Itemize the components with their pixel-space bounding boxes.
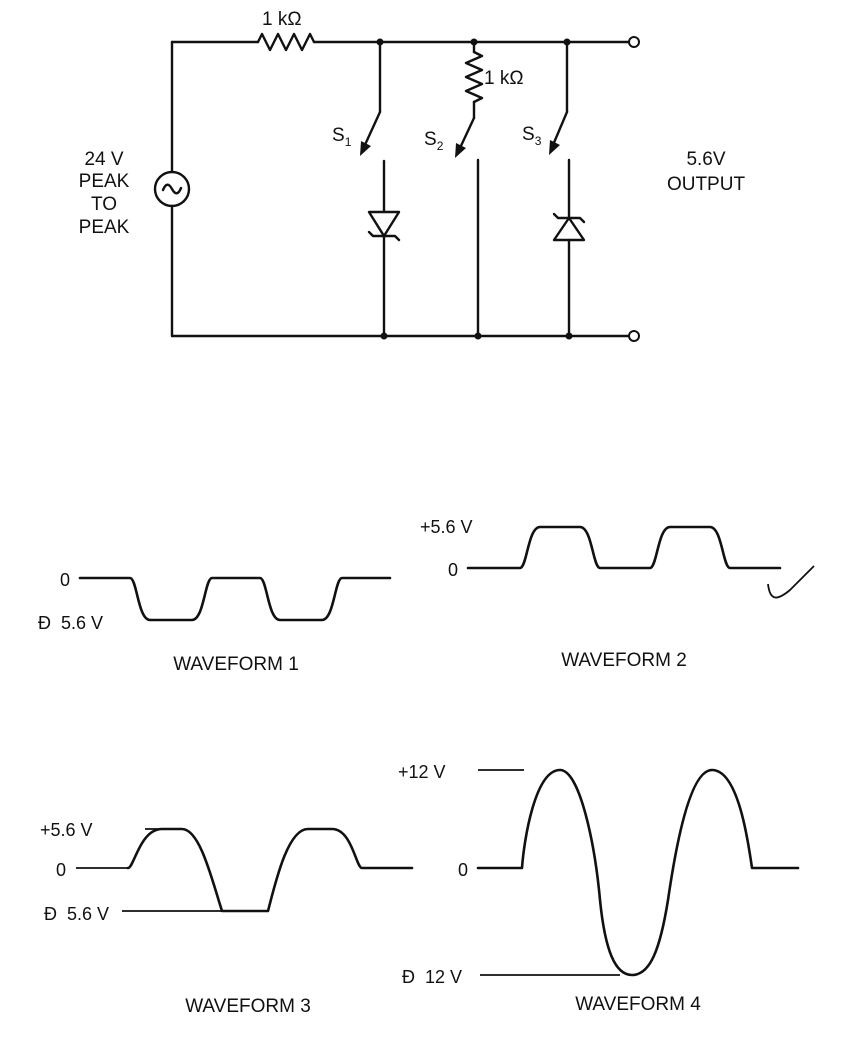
circuit: 1 kΩ 1 kΩ 24 V PEAK TO PEAK S1 S2 S3 5.6… [79, 9, 746, 342]
waveform-2-title: WAVEFORM 2 [561, 650, 687, 671]
source-label-line-4: PEAK [79, 217, 130, 238]
waveform-2: +5.6 V 0 WAVEFORM 2 [420, 517, 815, 671]
switch-s2-arrow [455, 143, 466, 158]
waveform-4-neg-label: Ð 12 V [402, 967, 462, 987]
source-label-line-1: 24 V [84, 149, 123, 170]
waveform-3-trace [126, 827, 414, 913]
waveform-2-zero-label: 0 [448, 560, 458, 580]
shunt-resistor [464, 50, 484, 104]
zener-1 [367, 210, 401, 238]
waveform-3: +5.6 V 0 Ð 5.6 V WAVEFORM 3 [40, 820, 414, 1017]
series-resistor [256, 32, 316, 52]
waveform-4-pos-label: +12 V [398, 762, 446, 782]
zener-3 [552, 216, 586, 242]
junction [474, 332, 482, 340]
waveform-3-pos-label: +5.6 V [40, 820, 93, 840]
output-label-line-2: OUTPUT [667, 174, 746, 195]
series-resistor-label: 1 kΩ [262, 9, 302, 30]
waveform-1-zero-label: 0 [60, 570, 70, 590]
branch-s3 [549, 38, 586, 340]
branch-s1 [360, 38, 401, 340]
source-label-line-2: PEAK [79, 171, 130, 192]
waveform-3-zero-label: 0 [56, 860, 66, 880]
switch-s3-arrow [549, 140, 560, 155]
junction [380, 332, 388, 340]
switch-s1-label: S1 [332, 125, 352, 149]
switch-s1-arrow [360, 141, 371, 156]
switch-s3-blade [551, 110, 569, 147]
shunt-resistor-label: 1 kΩ [484, 68, 524, 89]
waveform-3-neg-label: Ð 5.6 V [44, 904, 109, 924]
waveform-4-trace [476, 768, 800, 977]
switch-s2-blade [458, 116, 476, 150]
waveform-4: +12 V 0 Ð 12 V WAVEFORM 4 [398, 762, 800, 1015]
ac-source-sine [161, 183, 183, 195]
waveform-1-neg-label: Ð 5.6 V [38, 613, 103, 633]
source-label-line-3: TO [91, 194, 117, 215]
junction [565, 332, 573, 340]
branch-s2 [455, 38, 484, 340]
waveform-4-zero-label: 0 [458, 860, 468, 880]
switch-s3-label: S3 [522, 124, 542, 148]
waveform-2-pos-label: +5.6 V [420, 517, 473, 537]
switch-s2-label: S2 [424, 129, 444, 153]
output-label-line-1: 5.6V [686, 149, 725, 170]
waveform-3-title: WAVEFORM 3 [185, 996, 311, 1017]
waveform-1: 0 Ð 5.6 V WAVEFORM 1 [38, 570, 392, 675]
waveform-2-trace [466, 525, 782, 570]
waveform-1-title: WAVEFORM 1 [173, 654, 299, 675]
output-terminal-bottom [628, 330, 640, 342]
waveform-1-trace [78, 576, 392, 622]
output-terminal-top [628, 36, 640, 48]
waveform-4-title: WAVEFORM 4 [575, 994, 701, 1015]
waveform-2-pen-mark [767, 565, 815, 599]
switch-s1-blade [362, 110, 382, 149]
